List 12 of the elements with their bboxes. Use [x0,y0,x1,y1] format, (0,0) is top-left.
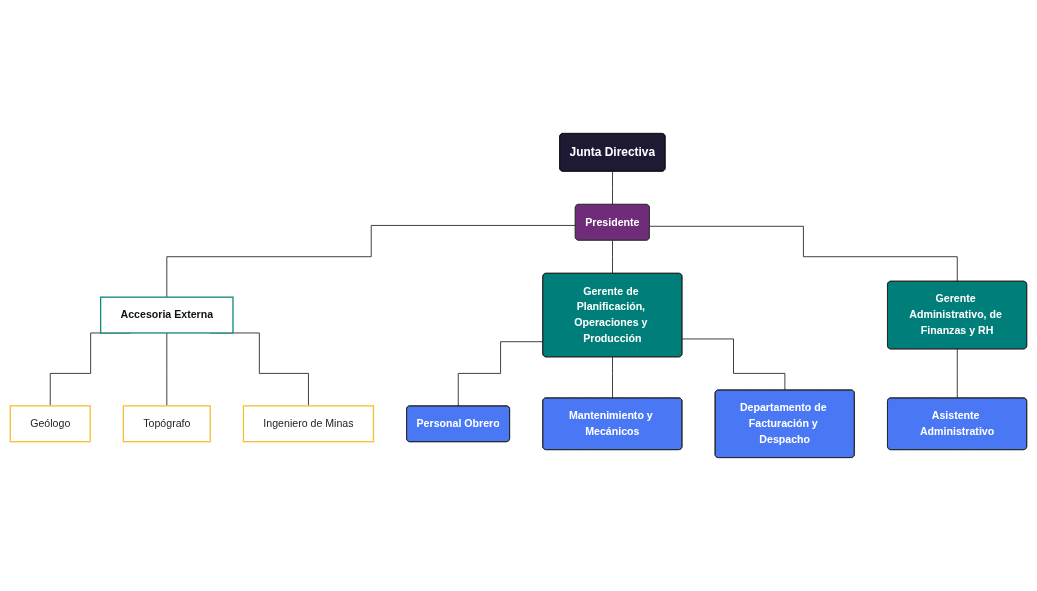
connector [649,225,958,282]
connector [457,341,544,407]
connector [956,348,958,399]
node-box: Ingeniero de Minas [242,405,375,443]
connector [612,240,614,275]
node-box: Accesoria Externa [99,296,234,334]
node-box: Topógrafo [122,405,211,443]
connector [612,171,614,206]
connector [612,356,614,399]
connector [681,338,786,391]
connector [166,225,577,298]
node-box: Geólogo [9,405,91,443]
